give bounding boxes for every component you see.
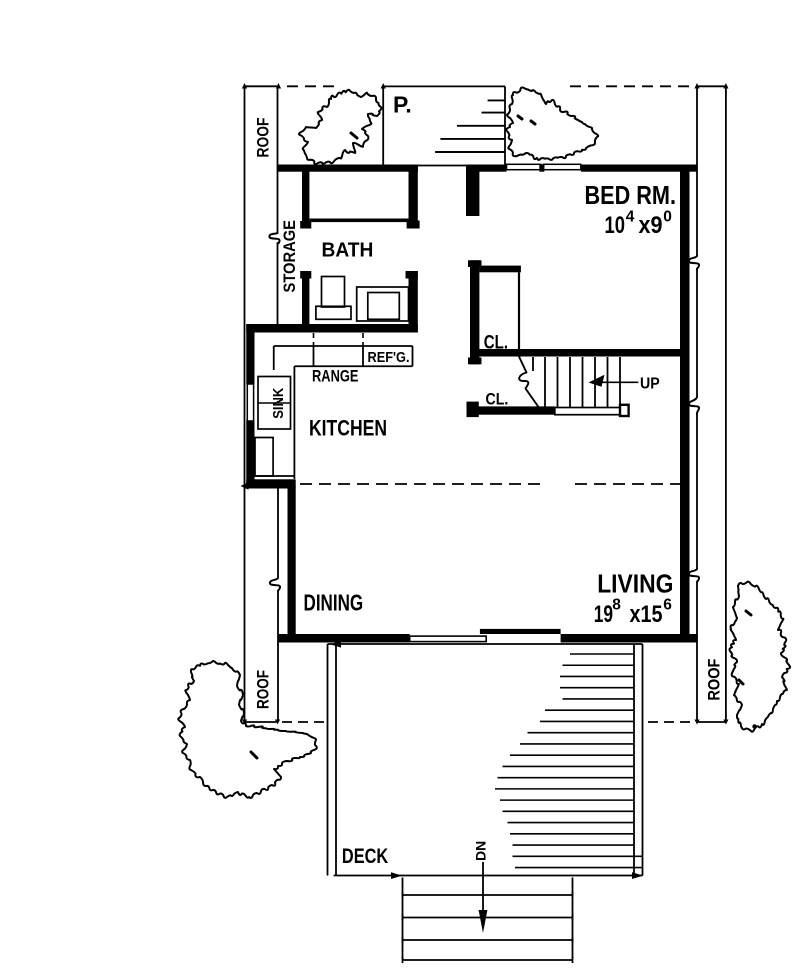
svg-text:ROOF: ROOF <box>705 659 724 701</box>
svg-text:x9: x9 <box>639 212 663 239</box>
svg-text:BED RM.: BED RM. <box>585 180 677 210</box>
svg-text:4: 4 <box>626 209 635 226</box>
svg-text:REF'G.: REF'G. <box>368 350 410 366</box>
svg-text:RANGE: RANGE <box>312 367 359 385</box>
svg-text:CL.: CL. <box>486 390 509 409</box>
svg-text:DINING: DINING <box>304 590 364 616</box>
svg-text:SINK: SINK <box>271 387 287 419</box>
svg-text:STORAGE: STORAGE <box>281 220 299 293</box>
svg-text:19: 19 <box>594 601 613 628</box>
svg-text:8: 8 <box>612 597 621 614</box>
svg-text:KITCHEN: KITCHEN <box>309 416 387 441</box>
svg-text:ROOF: ROOF <box>254 670 273 709</box>
svg-text:ROOF: ROOF <box>254 118 273 158</box>
svg-text:0: 0 <box>663 209 672 226</box>
svg-text:UP: UP <box>640 376 660 393</box>
svg-text:P.: P. <box>393 92 412 118</box>
svg-text:LIVING: LIVING <box>597 570 673 598</box>
svg-text:x15: x15 <box>630 601 663 628</box>
svg-text:DN: DN <box>474 841 489 861</box>
svg-text:BATH: BATH <box>322 239 374 261</box>
svg-text:6: 6 <box>663 597 672 614</box>
svg-text:CL.: CL. <box>484 333 508 354</box>
svg-text:DECK: DECK <box>342 845 388 868</box>
svg-text:10: 10 <box>605 212 626 239</box>
